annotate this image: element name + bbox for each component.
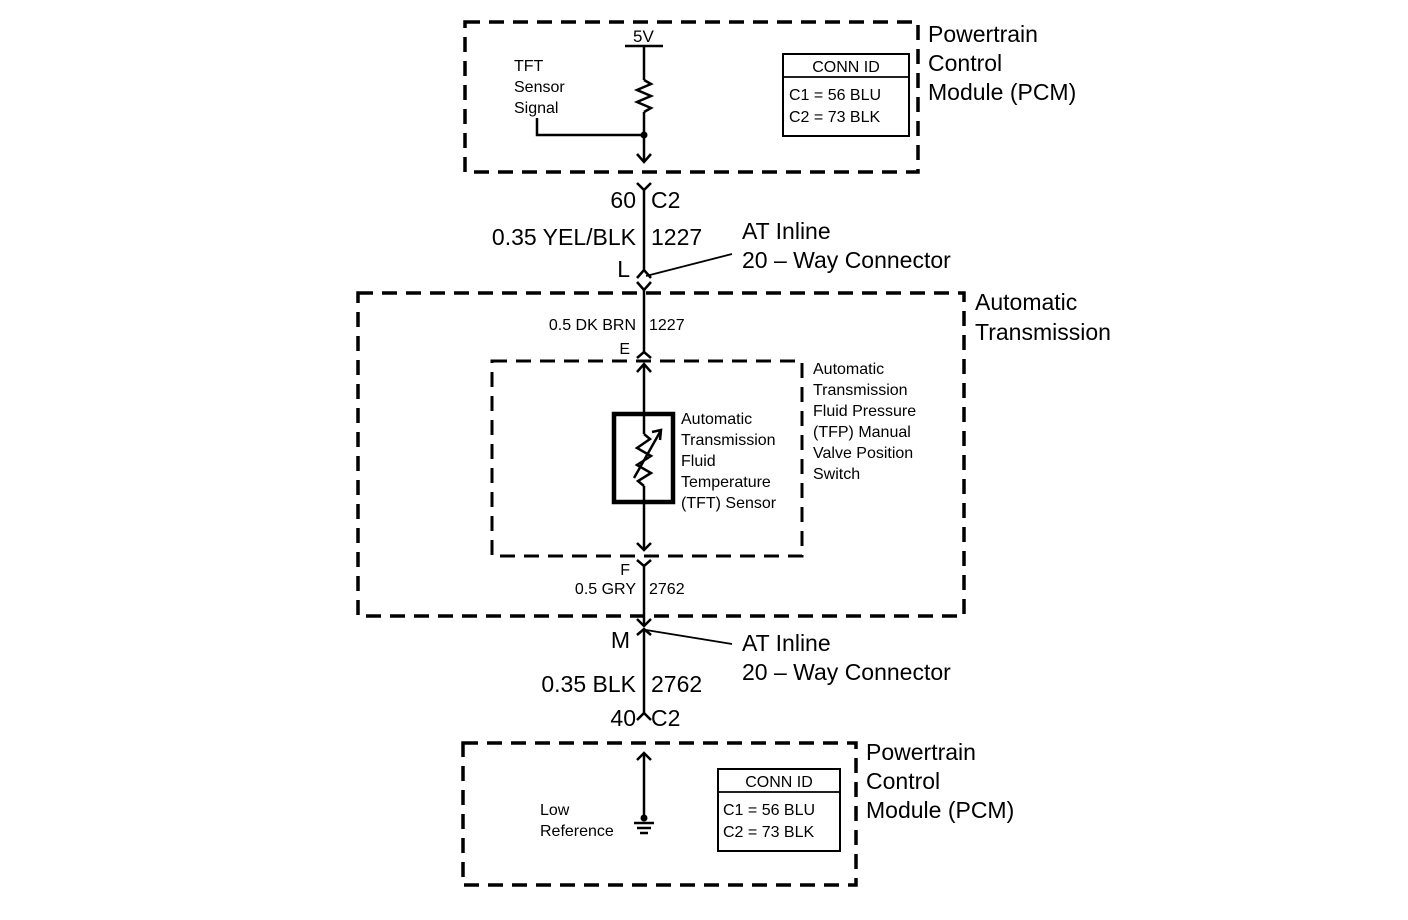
pin-f-label: F bbox=[620, 562, 630, 579]
thermistor-icon bbox=[611, 411, 676, 505]
pcm-top-title: Powertrain Control Module (PCM) bbox=[928, 21, 1076, 105]
pcm-top: 5V TFT Sensor Signal CONN ID C1 = 56 BLU… bbox=[463, 20, 1076, 174]
pin-e-label: E bbox=[619, 341, 630, 358]
top-harness: 60 C2 0.35 YEL/BLK 1227 L AT Inline 20 –… bbox=[492, 182, 951, 292]
conn-id-header: CONN ID bbox=[745, 774, 813, 791]
connector-m-top-icon bbox=[636, 618, 652, 628]
circuit-number: 2762 bbox=[649, 581, 685, 598]
conn-id-row: C2 = 73 BLK bbox=[789, 109, 881, 126]
conn-id-row: C1 = 56 BLU bbox=[723, 802, 815, 819]
conn-id-table-top: CONN ID C1 = 56 BLU C2 = 73 BLK bbox=[782, 53, 910, 137]
connector-l-top-icon bbox=[636, 268, 652, 279]
connector-c2-bottom-icon bbox=[636, 711, 652, 721]
circuit-number: 1227 bbox=[651, 224, 702, 250]
pcm-top-boundary bbox=[463, 20, 920, 174]
tft-sensor-label: Automatic Transmission Fluid Temperature… bbox=[681, 411, 780, 512]
pin-e-icon bbox=[636, 350, 652, 359]
wire-color-label: 0.5 DK BRN bbox=[549, 317, 636, 334]
conn-id-table-bottom: CONN ID C1 = 56 BLU C2 = 73 BLK bbox=[717, 768, 841, 852]
pcm-bottom-boundary bbox=[461, 741, 858, 887]
supply-voltage-label: 5V bbox=[633, 27, 654, 46]
inline-connector-label: AT Inline 20 – Way Connector bbox=[742, 218, 951, 273]
automatic-transmission: Automatic Transmission 0.5 DK BRN 1227 E… bbox=[356, 289, 1111, 626]
conn-id-row: C1 = 56 BLU bbox=[789, 87, 881, 104]
tfp-switch-boundary bbox=[490, 359, 804, 558]
conn-id-header: CONN ID bbox=[812, 59, 880, 76]
wire-color-label: 0.5 GRY bbox=[575, 581, 636, 598]
ground-icon bbox=[634, 821, 654, 835]
pullup-resistor-icon bbox=[633, 78, 655, 114]
inline-pin-label: M bbox=[611, 627, 630, 653]
circuit-number: 1227 bbox=[649, 317, 685, 334]
wire-color-label: 0.35 BLK bbox=[541, 671, 636, 697]
circuit-number: 2762 bbox=[651, 671, 702, 697]
connector-label: C2 bbox=[651, 705, 680, 731]
signal-label: TFT Sensor Signal bbox=[514, 58, 569, 117]
pcm-bottom-title: Powertrain Control Module (PCM) bbox=[866, 739, 1014, 823]
junction-dot bbox=[640, 814, 648, 822]
connector-c2-top-icon bbox=[636, 182, 652, 192]
tfp-switch-label: Automatic Transmission Fluid Pressure (T… bbox=[813, 361, 921, 483]
bottom-harness: M AT Inline 20 – Way Connector 0.35 BLK … bbox=[541, 618, 951, 731]
wire-color-label: 0.35 YEL/BLK bbox=[492, 224, 637, 250]
low-reference-label: Low Reference bbox=[540, 802, 614, 840]
inline-pin-label: L bbox=[617, 256, 630, 282]
inline-connector-leader bbox=[645, 253, 733, 277]
transmission-title: Automatic Transmission bbox=[975, 289, 1111, 345]
pin-number: 40 bbox=[610, 705, 636, 731]
conn-id-row: C2 = 73 BLK bbox=[723, 824, 815, 841]
pin-arrow-icon bbox=[636, 542, 652, 552]
connector-l-bottom-icon bbox=[636, 281, 652, 292]
transmission-boundary bbox=[356, 291, 966, 618]
signal-tap-wire bbox=[535, 118, 644, 137]
connector-label: C2 bbox=[651, 187, 680, 213]
pcm-bottom: Low Reference CONN ID C1 = 56 BLU C2 = 7… bbox=[461, 739, 1014, 887]
pin-number: 60 bbox=[610, 187, 636, 213]
inline-connector-label: AT Inline 20 – Way Connector bbox=[742, 630, 951, 685]
pin-f-icon bbox=[636, 559, 652, 568]
pin-arrow-icon bbox=[636, 153, 652, 164]
inline-connector-leader bbox=[645, 629, 733, 645]
